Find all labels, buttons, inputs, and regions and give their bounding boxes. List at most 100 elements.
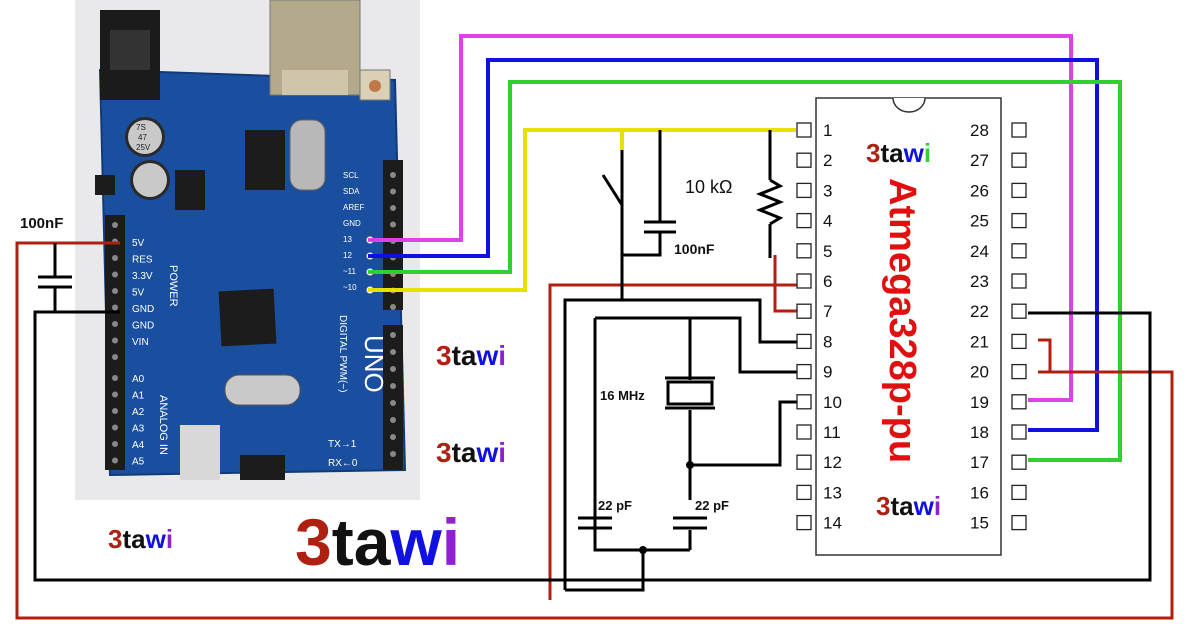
- wm-w: w: [475, 437, 498, 468]
- resistor-label: 10 kΩ: [685, 177, 732, 197]
- chip-pin-box-right-22: [1011, 303, 1027, 319]
- chip-pin-label-27: 27: [970, 151, 989, 170]
- chip-pin-box-left-10: [796, 394, 812, 410]
- watermark-large: 3tawi: [295, 505, 460, 579]
- header-dot: [112, 222, 118, 228]
- pullup-resistor: [755, 178, 785, 226]
- analog-pin-2: A2: [132, 407, 145, 418]
- decoupling-cap-left: 100nF: [20, 215, 72, 312]
- header-dot: [112, 255, 118, 261]
- cap-label-7s: 7S: [136, 123, 146, 132]
- header-dot: [112, 288, 118, 294]
- power-pin-6: VIN: [132, 337, 149, 348]
- chip-pin-label-20: 20: [970, 363, 989, 382]
- crystal-lower: [224, 374, 301, 406]
- chip-pin-box-right-28: [1011, 122, 1027, 138]
- wm-3: 3: [436, 340, 452, 371]
- chip-pin-box-left-7: [796, 303, 812, 319]
- usb-connector-front: [282, 70, 348, 95]
- digital-header-bottom: [383, 325, 403, 470]
- watermark-chip-top: 3tawi: [866, 138, 931, 168]
- power-pin-5: GND: [132, 321, 154, 332]
- header-dot: [390, 221, 396, 228]
- chip-pin-label-21: 21: [970, 332, 989, 351]
- header-dot: [390, 366, 396, 372]
- header-dot: [112, 271, 118, 278]
- ground-wires-black: [33, 150, 1152, 592]
- chip-pin-box-right-16: [1011, 484, 1027, 501]
- header-dot: [390, 434, 396, 440]
- regulator-ic: [175, 170, 205, 210]
- chip-pin-label-2: 2: [823, 151, 832, 170]
- power-jack-inner: [110, 30, 150, 70]
- wire-xtal-pin10: [690, 400, 797, 467]
- usb-ic: [245, 130, 285, 190]
- digital-pin-6: ~11: [343, 267, 357, 276]
- header-dot: [390, 383, 396, 389]
- digital-pwm-label: DIGITAL PWM(~): [337, 315, 348, 393]
- analog-pin-0: A0: [132, 374, 145, 385]
- chip-notch: [892, 97, 926, 113]
- analog-pin-1: A1: [132, 391, 145, 402]
- wm-ta: ta: [890, 491, 914, 521]
- wm-ta: ta: [452, 437, 477, 468]
- header-dot: [390, 417, 396, 423]
- chip-pin-box-right-19: [1011, 394, 1027, 410]
- wire-caps-gnd: [565, 550, 645, 592]
- chip-pin-label-11: 11: [823, 423, 841, 442]
- wm-ta: ta: [332, 505, 392, 579]
- wm-i: i: [166, 524, 173, 554]
- wm-3: 3: [436, 437, 452, 468]
- wire-cap-reset: [620, 150, 662, 257]
- tx-label: TX→1: [328, 439, 357, 450]
- chip-pin-box-left-11: [796, 424, 812, 440]
- wire-green-d11-pin17: [368, 80, 1122, 462]
- crystal-network: 16 MHz 22 pF 22 pF: [578, 376, 729, 554]
- cap-22pf-right-label: 22 pF: [695, 498, 729, 513]
- wire-xtal-pin9: [595, 316, 797, 374]
- header-dot: [112, 304, 118, 311]
- power-pin-0: 5V: [132, 238, 145, 249]
- wire-yellow-d10-pin1: [368, 128, 796, 292]
- header-dot: [390, 400, 396, 406]
- wm-ta: ta: [122, 524, 146, 554]
- power-pin-1: RES: [132, 255, 153, 266]
- digital-pin-0: SCL: [343, 171, 359, 180]
- wm-ta: ta: [880, 138, 904, 168]
- power-pin-4: GND: [132, 304, 154, 315]
- wm-3: 3: [866, 138, 880, 168]
- crystal-label: 16 MHz: [600, 388, 645, 403]
- small-ic: [95, 175, 115, 195]
- cap-top-2: [133, 163, 167, 197]
- crystal-16mhz: [666, 380, 714, 406]
- wm-3: 3: [295, 505, 332, 579]
- wm-i: i: [498, 437, 506, 468]
- smd-atmega: [218, 288, 277, 347]
- chip-pin-label-26: 26: [970, 181, 989, 200]
- chip-pin-label-28: 28: [970, 121, 989, 140]
- wm-w: w: [145, 524, 167, 554]
- digital-pin-2: AREF: [343, 203, 364, 212]
- crystal-16mhz-usb: [289, 119, 326, 191]
- chip-pin-box-right-20: [1011, 363, 1027, 380]
- signal-wires: [368, 34, 1122, 462]
- chip-pin-label-3: 3: [823, 181, 832, 200]
- chip-pin-box-left-1: [796, 122, 812, 138]
- chip-pin-box-right-26: [1011, 182, 1027, 199]
- reset-button: [369, 80, 381, 92]
- watermark-chip-bottom: 3tawi: [876, 491, 941, 521]
- wire-magenta-d13-pin19: [368, 34, 1073, 402]
- header-dot: [112, 457, 118, 464]
- icsp-header-white: [180, 425, 220, 480]
- chip-pin-box-left-13: [796, 484, 812, 501]
- chip-pin-box-right-27: [1011, 152, 1027, 168]
- header-dot: [112, 321, 118, 327]
- chip-pin-label-9: 9: [823, 363, 832, 382]
- chip-pin-box-right-23: [1011, 273, 1027, 289]
- wire-gnd-lower: [563, 298, 797, 590]
- rx-label: RX←0: [328, 458, 358, 469]
- wire-vcc-pin7: [773, 255, 797, 313]
